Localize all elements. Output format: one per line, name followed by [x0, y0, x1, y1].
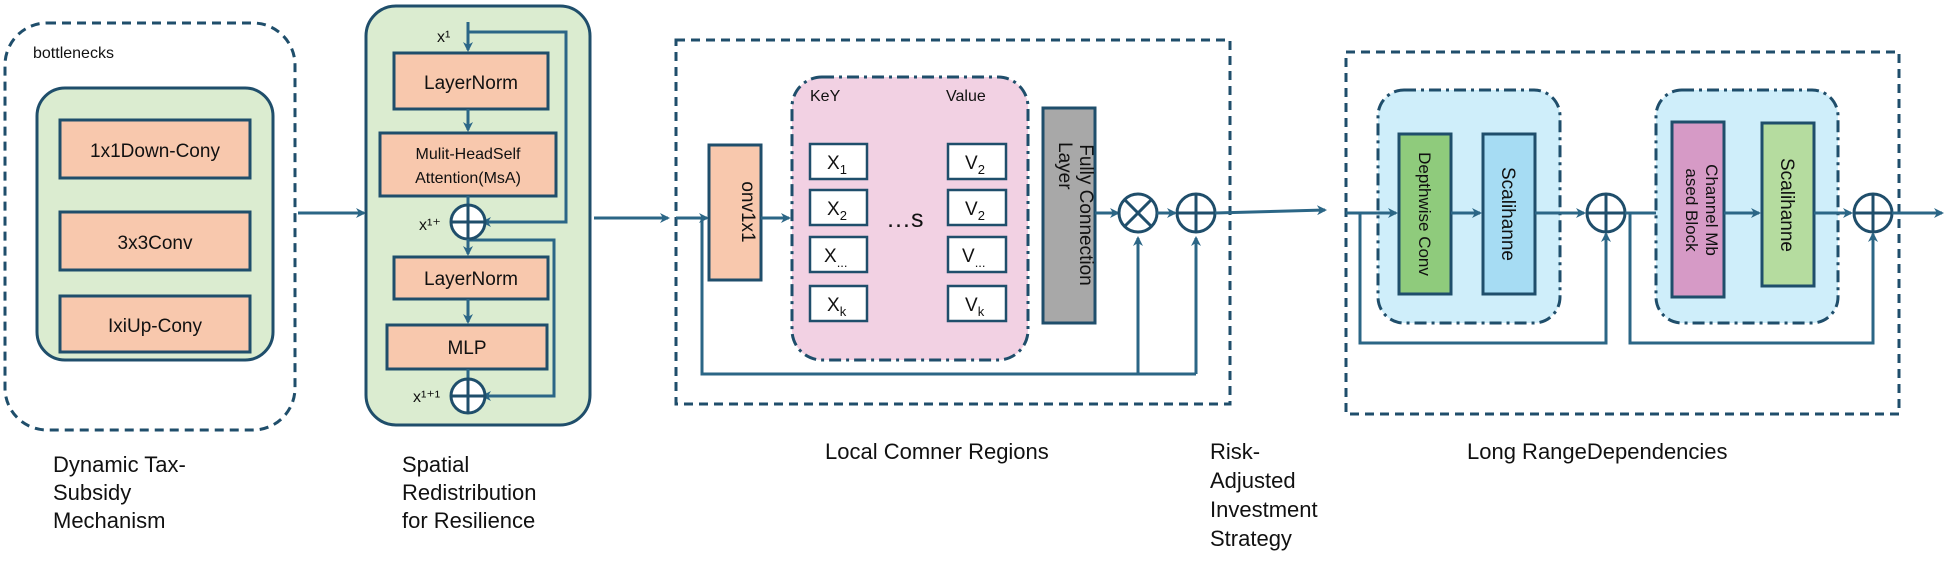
- fully-connection-block: [1041, 106, 1097, 325]
- x1-label: x¹: [437, 29, 450, 46]
- conv1x1-block: [707, 143, 763, 282]
- transformer-module: x¹ LayerNorm Mulit-HeadSelf Attention(Ms…: [364, 4, 592, 533]
- msa-label-line2: Attention(MsA): [415, 170, 521, 187]
- key-header: KeY: [810, 88, 841, 105]
- key-box-1: [808, 142, 869, 181]
- depthwise-conv-block: [1397, 132, 1453, 296]
- channel-block: [1670, 120, 1726, 299]
- channel-label-line2: ased Block: [1682, 168, 1701, 252]
- up-conv-layer: [58, 294, 252, 354]
- key-box-4: [808, 284, 869, 323]
- x1plus-label: x¹⁺: [419, 217, 441, 234]
- long-range-module: Depthwise Conv Scalihanne Channel Mb ase…: [1344, 50, 1944, 464]
- value-box-3: [946, 235, 1008, 274]
- value-header: Value: [946, 88, 986, 105]
- key-label-4: Xk: [827, 295, 847, 319]
- risk-caption-line1: Risk-: [1210, 439, 1260, 464]
- mlp-label: MLP: [447, 338, 486, 359]
- transformer-caption-line2: Redistribution: [402, 480, 537, 505]
- long-range-dashed-border: [1344, 50, 1901, 416]
- layernorm2-block: [392, 255, 550, 301]
- residual-line-2: [468, 238, 556, 401]
- key-box-3: [808, 235, 869, 274]
- scale2-block: [1760, 121, 1816, 288]
- skip-line-to-multiply: [700, 218, 1143, 376]
- value-label-3: V...: [962, 246, 986, 270]
- value-label-1: V2: [965, 153, 985, 177]
- multiply-icon: [1117, 192, 1159, 234]
- risk-caption-line3: Investment: [1210, 497, 1318, 522]
- transformer-caption-line1: Spatial: [402, 452, 469, 477]
- value-box-1: [946, 142, 1008, 181]
- value-box-2: [946, 188, 1008, 227]
- depthwise-conv-label: Depthwise Conv: [1415, 152, 1434, 276]
- down-conv-layer: [58, 118, 252, 180]
- key-label-3: X...: [824, 246, 848, 270]
- bottlenecks-caption-line1: Dynamic Tax-: [53, 452, 186, 477]
- bottlenecks-title: bottlenecks: [33, 45, 114, 62]
- up-conv-label: IxiUp-Cony: [108, 316, 202, 337]
- add2-icon: [449, 377, 487, 415]
- add5-icon: [1852, 192, 1894, 234]
- kv-ellipsis: …s: [886, 205, 924, 233]
- layernorm1-block: [392, 51, 550, 111]
- local-module: onv1x1 KeY Value X1 X2 X... Xk …s V2 V2 …: [674, 38, 1232, 464]
- down-conv-label: 1x1Down-Cony: [90, 141, 220, 162]
- x11-label: x¹⁺¹: [413, 389, 440, 406]
- long-range-caption: Long RangeDependencies: [1467, 439, 1728, 464]
- key-label-2: X2: [827, 199, 847, 223]
- msa-label-line1: Mulit-HeadSelf: [416, 146, 521, 163]
- channel-label-line1: Channel Mb: [1702, 164, 1721, 256]
- residual-line-1: [468, 30, 568, 227]
- bottlenecks-module: bottlenecks 1x1Down-Cony 3x3Conv IxiUp-C…: [3, 21, 297, 533]
- add1-icon: [449, 203, 487, 241]
- layernorm1-label: LayerNorm: [424, 73, 518, 94]
- msa-block: [378, 131, 558, 198]
- key-label-1: X1: [827, 153, 847, 177]
- key-box-2: [808, 188, 869, 227]
- fc-label-line2: Layer: [1054, 142, 1075, 190]
- value-box-4: [946, 284, 1008, 323]
- value-label-2: V2: [965, 199, 985, 223]
- skip-line-longrange-1: [1358, 213, 1611, 345]
- bottlenecks-caption-line3: Mechanism: [53, 508, 165, 533]
- scale1-label: Scalihanne: [1497, 167, 1518, 261]
- arrow-local-to-longrange: [1214, 205, 1327, 216]
- add4-icon: [1585, 192, 1627, 234]
- scale2-label: Scalihanne: [1776, 158, 1797, 252]
- conv3x3-layer: [58, 210, 252, 272]
- risk-caption: Risk- Adjusted Investment Strategy: [1210, 439, 1318, 551]
- fc-label-line1: Fully Connection: [1075, 144, 1096, 286]
- transformer-caption-line3: for Resilience: [402, 508, 535, 533]
- risk-caption-line2: Adjusted: [1210, 468, 1296, 493]
- bottlenecks-caption-line2: Subsidy: [53, 480, 131, 505]
- add3-icon: [1175, 192, 1217, 234]
- layernorm2-label: LayerNorm: [424, 269, 518, 290]
- local-caption: Local Comner Regions: [825, 439, 1049, 464]
- risk-caption-line4: Strategy: [1210, 526, 1292, 551]
- skip-line-longrange-2: [1628, 213, 1878, 345]
- scale1-block: [1481, 132, 1537, 296]
- value-label-4: Vk: [965, 295, 985, 319]
- local-dashed-border: [674, 38, 1232, 406]
- conv1x1-label: onv1x1: [737, 181, 758, 242]
- conv3x3-label: 3x3Conv: [118, 233, 193, 254]
- mlp-block: [385, 323, 549, 371]
